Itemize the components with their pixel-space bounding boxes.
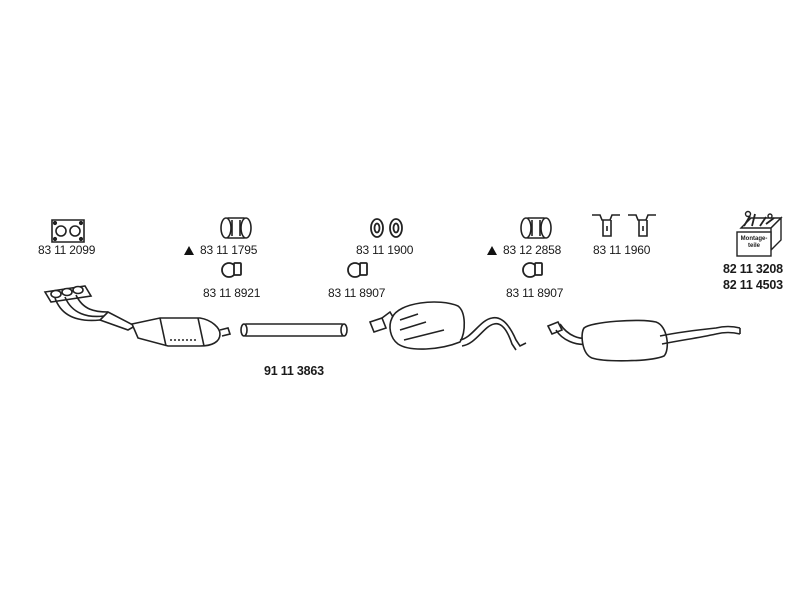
middle-silencer: [368, 301, 527, 351]
ring-clamp-icon: [522, 262, 543, 278]
hanger-icon: [628, 214, 656, 237]
clamp-icon: [520, 217, 552, 239]
part-number-gasket: 83 11 2099: [38, 243, 96, 257]
part-number-clamp-b: 83 11 8921: [203, 286, 261, 300]
warning-triangle-icon: [487, 246, 497, 255]
kit-box-label: Montage- teile: [738, 236, 770, 250]
part-number-text: 83 11 1795: [200, 243, 258, 257]
part-number-clamp-c: 83 11 8907: [328, 286, 386, 300]
kit-box-label-line: Montage-: [740, 236, 768, 242]
part-number-rings: 83 11 1900: [356, 243, 414, 257]
part-number-pipe: 91 11 3863: [264, 364, 324, 378]
front-pipe-catalytic-converter: [43, 285, 232, 347]
kit-box-label-line: teile: [747, 243, 760, 249]
part-number-text: 83 12 2858: [503, 243, 562, 257]
gasket-icon: [51, 219, 85, 243]
part-number-clamp-e: 83 11 8907: [506, 286, 564, 300]
ring-clamp-icon: [347, 262, 368, 278]
part-number-kit-1: 82 11 3208: [723, 262, 783, 276]
part-number-clamp-d: 83 12 2858: [487, 243, 561, 257]
clamp-icon: [220, 217, 252, 239]
warning-triangle-icon: [184, 246, 194, 255]
rear-silencer: [546, 319, 741, 362]
part-number-kit-2: 82 11 4503: [723, 278, 783, 292]
part-number-clamp-a: 83 11 1795: [184, 243, 257, 257]
rubber-ring-icon: [370, 218, 403, 238]
intermediate-pipe: [240, 323, 348, 337]
part-number-hangers: 83 11 1960: [593, 243, 651, 257]
toolbox-icon: [736, 210, 783, 257]
ring-clamp-icon: [221, 262, 242, 278]
hanger-icon: [592, 214, 620, 237]
